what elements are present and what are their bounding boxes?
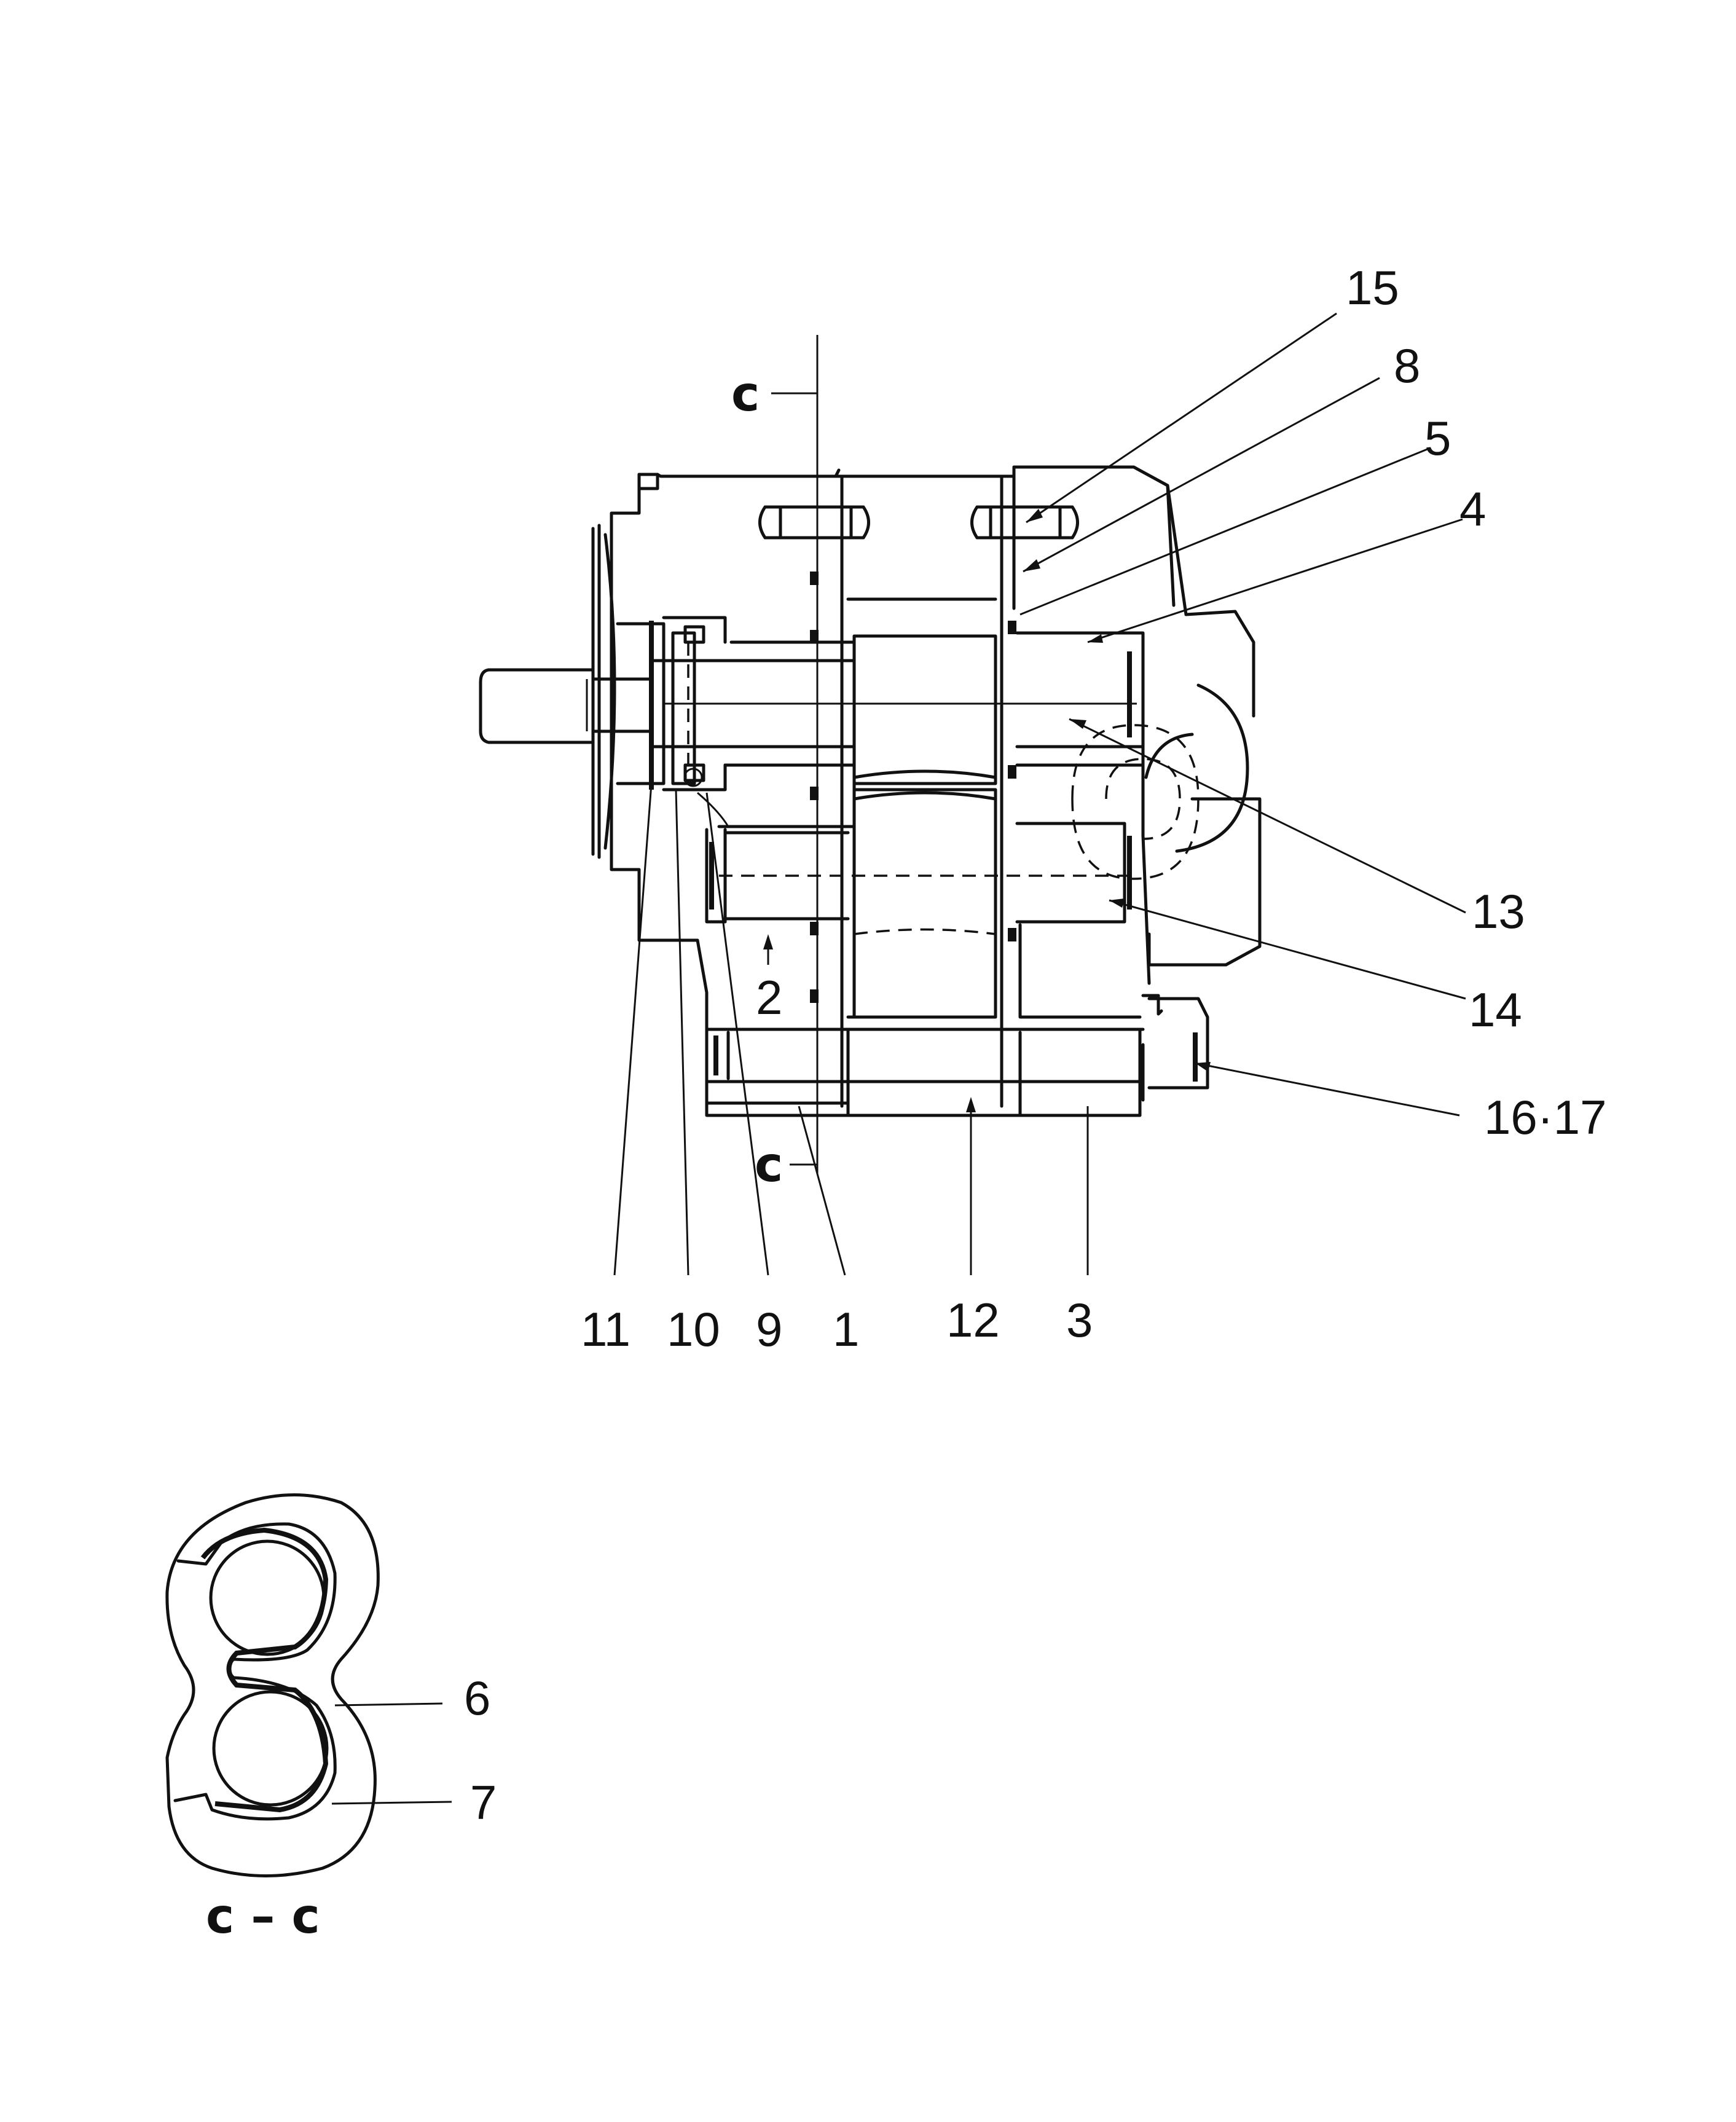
- tie-bolt: [705, 994, 1209, 1117]
- callout-2: 2: [756, 970, 782, 1024]
- callout-16-17: 16·17: [1484, 1090, 1607, 1144]
- section-line-c: [771, 335, 819, 1174]
- callout-11: 11: [581, 1302, 630, 1356]
- callout-8: 8: [1394, 339, 1420, 393]
- leader-lines: [613, 312, 1466, 1276]
- callout-labels: 15 8 5 4 13 14 16·17 2 11 10 9 1 12 3 6 …: [464, 261, 1607, 1829]
- callout-7: 7: [470, 1775, 497, 1829]
- shaft-seal-group: [671, 625, 729, 827]
- pump-assembly-view: [479, 312, 1466, 1276]
- section-marker-bottom: c: [755, 1138, 783, 1193]
- gear-set: [719, 634, 1137, 1019]
- pump-body: [815, 474, 1016, 1108]
- rear-bushing-left: [705, 640, 856, 924]
- section-marker-top: c: [731, 367, 760, 422]
- section-c-c-view: [165, 1493, 452, 1877]
- section-labels: c c c – c: [206, 367, 783, 1944]
- callout-4: 4: [1459, 482, 1486, 536]
- section-title: c – c: [206, 1889, 320, 1944]
- callout-15: 15: [1346, 261, 1399, 315]
- callout-14: 14: [1469, 983, 1522, 1037]
- callout-12: 12: [946, 1293, 1000, 1347]
- front-cover: [591, 468, 850, 1105]
- drive-shaft: [479, 659, 1137, 749]
- callout-3: 3: [1066, 1293, 1093, 1347]
- callout-6: 6: [464, 1671, 490, 1725]
- callout-13: 13: [1472, 884, 1525, 938]
- callout-9: 9: [756, 1302, 782, 1356]
- callout-1: 1: [833, 1302, 859, 1356]
- callout-10: 10: [667, 1302, 720, 1356]
- callout-5: 5: [1424, 411, 1451, 465]
- body-seals: [810, 572, 1016, 1003]
- rear-cover: [1012, 465, 1262, 1019]
- top-ports: [758, 505, 1079, 540]
